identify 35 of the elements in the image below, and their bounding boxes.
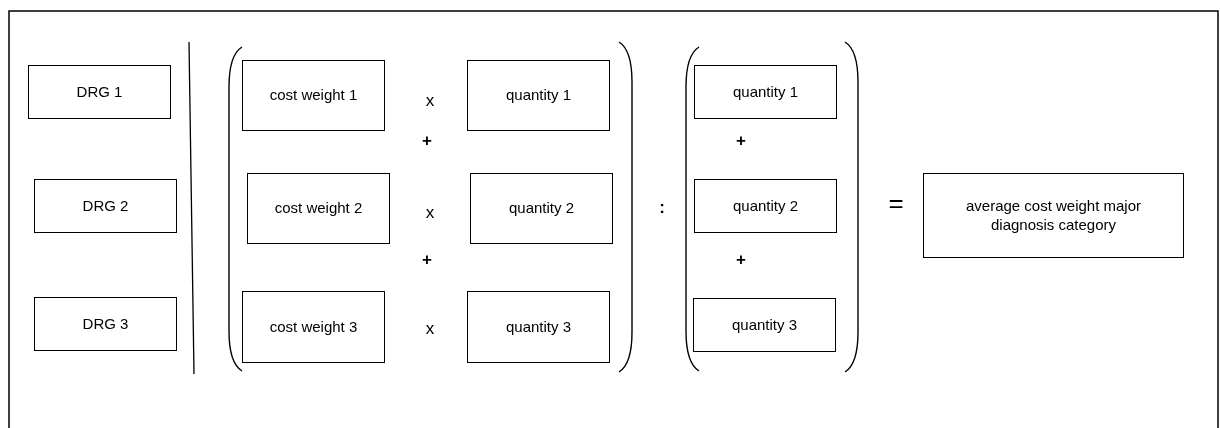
term-text: quantity 2: [508, 199, 574, 218]
operator-symbol: =: [888, 190, 904, 216]
term-text: quantity 3: [505, 317, 571, 337]
operator-symbol: x: [425, 319, 435, 337]
term-text: average cost weight major diagnosis category: [964, 196, 1143, 235]
term-box: [470, 173, 613, 244]
term-text: quantity 3: [731, 315, 797, 335]
operator-symbol: +: [422, 131, 432, 149]
operator-symbol: :: [659, 198, 665, 216]
term-text: cost weight 3: [269, 317, 358, 337]
term-box: [694, 65, 837, 119]
term-box: [923, 173, 1184, 258]
operator-symbol: +: [736, 131, 746, 149]
term-text: DRG 1: [76, 82, 123, 102]
term-text: cost weight 2: [274, 199, 363, 218]
term-text: quantity 1: [505, 86, 571, 105]
term-box: [467, 291, 610, 363]
term-text: cost weight 1: [269, 86, 358, 105]
term-text: DRG 3: [82, 314, 129, 334]
operator-symbol: x: [425, 91, 435, 109]
term-box: [34, 179, 177, 233]
term-box: [247, 173, 390, 244]
term-box: [694, 179, 837, 233]
term-box: [242, 60, 385, 131]
operator-symbol: +: [422, 250, 432, 268]
term-box: [28, 65, 171, 119]
term-box: [242, 291, 385, 363]
operator-symbol: +: [736, 250, 746, 268]
term-box: [693, 298, 836, 352]
term-text: quantity 2: [732, 196, 798, 216]
term-box: [34, 297, 177, 351]
term-text: DRG 2: [82, 196, 129, 216]
operator-symbol: x: [425, 203, 435, 221]
term-box: [467, 60, 610, 131]
term-text: quantity 1: [732, 82, 798, 102]
